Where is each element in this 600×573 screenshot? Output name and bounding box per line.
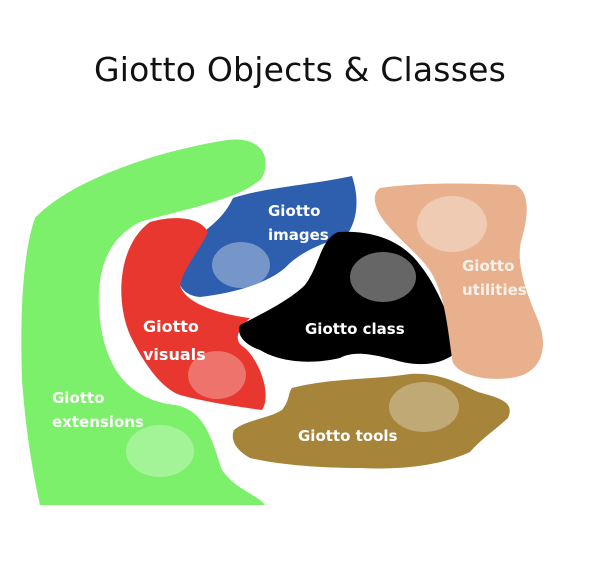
class-highlight: [350, 252, 416, 302]
page-title: Giotto Objects & Classes: [94, 50, 506, 89]
tools-highlight: [389, 382, 459, 432]
extensions-shape: [21, 139, 266, 506]
visuals-shape: [121, 218, 266, 410]
utilities-label-line2: utilities: [462, 281, 527, 299]
utilities-highlight: [417, 196, 487, 252]
class-label: Giotto class: [305, 320, 405, 338]
extensions-highlight: [126, 425, 194, 477]
tools-shape: [232, 373, 510, 469]
visuals-label-line1: Giotto: [143, 317, 199, 336]
region-tools[interactable]: Giotto tools: [232, 373, 510, 469]
images-highlight: [212, 242, 270, 288]
class-shape: [239, 231, 462, 365]
extensions-label-line1: Giotto: [52, 389, 104, 407]
visuals-label-line2: visuals: [143, 345, 206, 364]
tools-label: Giotto tools: [298, 427, 398, 445]
images-label-line2: images: [268, 226, 329, 244]
visuals-highlight: [188, 351, 246, 399]
utilities-shape: [374, 183, 543, 379]
extensions-label-line2: extensions: [52, 413, 144, 431]
region-extensions[interactable]: Giotto extensions: [21, 139, 266, 506]
region-visuals[interactable]: Giotto visuals: [121, 218, 266, 410]
region-utilities[interactable]: Giotto utilities: [374, 183, 543, 379]
region-class[interactable]: Giotto class: [239, 231, 462, 365]
region-images[interactable]: Giotto images: [176, 176, 357, 297]
images-label-line1: Giotto: [268, 202, 320, 220]
images-shape: [176, 176, 357, 297]
utilities-label-line1: Giotto: [462, 257, 514, 275]
